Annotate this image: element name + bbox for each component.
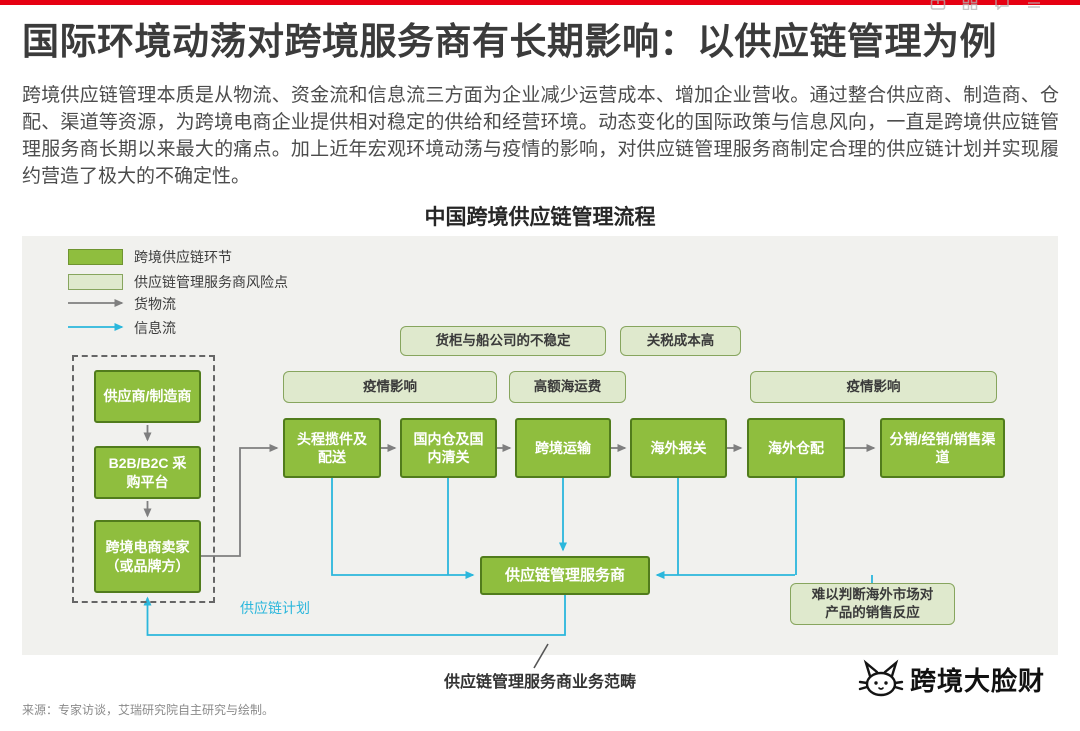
source-note: 来源：专家访谈，艾瑞研究院自主研究与绘制。 — [22, 703, 275, 717]
node-supplier-manufacturer: 供应商/制造商 — [94, 370, 201, 423]
risk-box-freight-cost: 高额海运费 — [509, 371, 626, 403]
node-first-mile-pickup: 头程揽件及配送 — [283, 418, 381, 478]
upstream-dashed-group — [72, 355, 215, 603]
legend-swatch-chain — [68, 249, 123, 265]
scope-label: 供应链管理服务商业务范畴 — [443, 674, 636, 691]
page-title: 国际环境动荡对跨境服务商有长期影响：以供应链管理为例 — [22, 21, 997, 62]
legend-label-chain: 跨境供应链环节 — [134, 249, 232, 265]
node-supply-chain-service-provider: 供应链管理服务商 — [480, 556, 650, 595]
legend-label-risk: 供应链管理服务商风险点 — [134, 274, 288, 290]
node-domestic-warehouse-customs: 国内仓及国内清关 — [400, 418, 497, 478]
node-distribution-sales-channel: 分销/经销/销售渠道 — [880, 418, 1005, 478]
intro-paragraph: 跨境供应链管理本质是从物流、资金流和信息流三方面为企业减少运营成本、增加企业营收… — [22, 85, 1059, 187]
legend-swatch-risk — [68, 274, 123, 290]
toolbar-icons — [930, 0, 1042, 10]
legend-label-info-flow: 信息流 — [134, 320, 176, 336]
chart-title: 中国跨境供应链管理流程 — [424, 206, 656, 229]
flow-lines — [68, 299, 876, 636]
cat-logo-icon — [858, 659, 904, 697]
top-accent-bar — [0, 0, 1080, 5]
node-overseas-warehouse: 海外仓配 — [747, 418, 845, 478]
watermark: 跨境大脸财 — [858, 659, 1045, 699]
grid-icon[interactable] — [962, 0, 978, 10]
supply-chain-plan-label: 供应链计划 — [240, 600, 310, 616]
chat-icon[interactable] — [994, 0, 1010, 10]
legend-label-goods-flow: 货物流 — [134, 296, 176, 312]
risk-box-pandemic-right: 疫情影响 — [750, 371, 997, 403]
risk-box-overseas-market: 难以判断海外市场对产品的销售反应 — [790, 583, 955, 625]
risk-box-pandemic-left: 疫情影响 — [283, 371, 497, 403]
risk-box-tariff: 关税成本高 — [620, 326, 741, 356]
supply-chain-diagram: 跨境供应链环节 供应链管理服务商风险点 货物流 信息流 货柜与船公司的不稳定 关… — [22, 236, 1058, 655]
risk-box-container-shipping: 货柜与船公司的不稳定 — [400, 326, 606, 356]
node-overseas-customs: 海外报关 — [630, 418, 727, 478]
watermark-text: 跨境大脸财 — [910, 665, 1046, 696]
share-icon[interactable] — [930, 0, 946, 10]
node-crossborder-seller: 跨境电商卖家（或品牌方） — [94, 520, 201, 593]
node-b2b-b2c-platform: B2B/B2C 采购平台 — [94, 446, 201, 499]
menu-icon[interactable] — [1026, 0, 1042, 10]
node-crossborder-transport: 跨境运输 — [515, 418, 611, 478]
brace-tick — [533, 643, 549, 669]
